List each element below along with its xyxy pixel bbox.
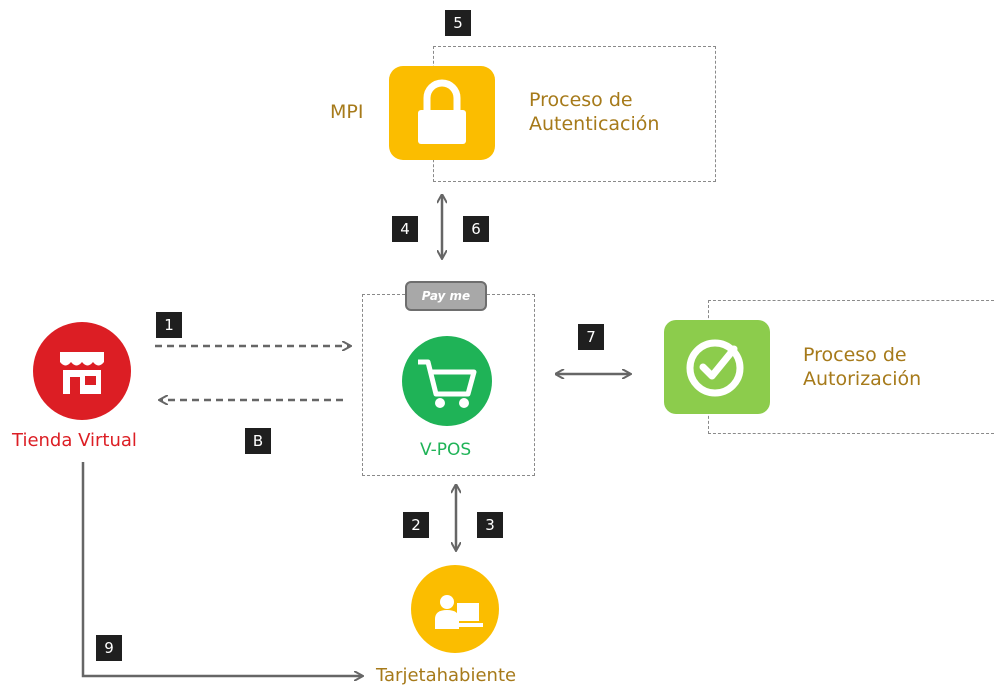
- auth-process-label: Proceso de Autenticación: [529, 88, 659, 136]
- step-badge-1: 1: [156, 312, 182, 338]
- cardholder-label: Tarjetahabiente: [376, 665, 517, 686]
- cardholder-circle: [411, 565, 499, 653]
- arrow-store-to-cardholder: [81, 462, 362, 676]
- payme-logo: Pay me: [421, 289, 471, 303]
- store-circle: [33, 322, 131, 420]
- step-badge-6: 6: [463, 216, 489, 242]
- authorization-check-tile: [664, 320, 770, 414]
- authorization-process-line1: Proceso de: [803, 344, 907, 366]
- step-badge-5: 5: [445, 10, 471, 36]
- step-badge-4: 4: [392, 216, 418, 242]
- shopping-cart-icon: [418, 359, 477, 408]
- check-circle-icon: [686, 339, 744, 397]
- step-badge-9: 9: [96, 635, 122, 661]
- mpi-lock-tile: [389, 66, 495, 160]
- auth-process-line1: Proceso de: [529, 89, 633, 111]
- person-laptop-icon: [435, 595, 483, 629]
- vpos-cart-circle: [402, 336, 492, 426]
- storefront-icon: [60, 352, 104, 394]
- step-badge-3: 3: [477, 512, 503, 538]
- mpi-label: MPI: [330, 101, 364, 123]
- step-badge-7: 7: [578, 324, 604, 350]
- store-label: Tienda Virtual: [12, 430, 137, 451]
- step-badge-b: B: [245, 428, 271, 454]
- lock-icon: [418, 79, 466, 144]
- auth-process-line2: Autenticación: [529, 113, 660, 135]
- authorization-process-line2: Autorización: [803, 368, 922, 390]
- authorization-process-label: Proceso de Autorización: [803, 343, 921, 391]
- vpos-label: V-POS: [420, 440, 472, 460]
- payme-tag: Pay me: [405, 281, 487, 311]
- step-badge-2: 2: [403, 512, 429, 538]
